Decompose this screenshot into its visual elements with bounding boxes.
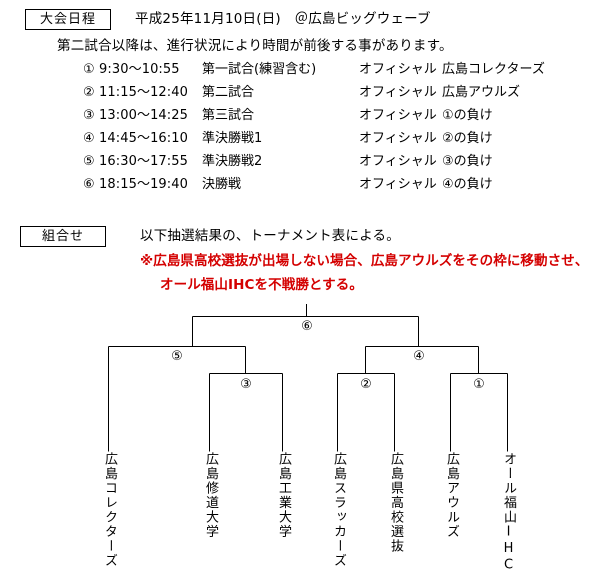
bracket-team-4: 広島スラッカーズ bbox=[331, 452, 346, 568]
row-time: 16:30〜17:55 bbox=[99, 154, 189, 169]
row-time: 13:00〜14:25 bbox=[99, 108, 189, 123]
bracket-node-semi-right: ④ bbox=[413, 349, 425, 364]
row-match: 第三試合 bbox=[202, 108, 255, 123]
warning-text-line-2: オール福山IHCを不戦勝とする。 bbox=[160, 277, 363, 293]
bracket-team-5: 広島県高校選抜 bbox=[388, 452, 403, 554]
bracket-lines bbox=[108, 304, 508, 452]
row-number: ⑤ bbox=[83, 154, 95, 169]
schedule-table: ① 9:30〜10:55 第一試合(練習含む) オフィシャル 広島コレクターズ … bbox=[83, 62, 545, 200]
bracket-node-final: ⑥ bbox=[301, 319, 313, 334]
table-row: ④ 14:45〜16:10 準決勝戦1 オフィシャル ②の負け bbox=[83, 131, 545, 154]
row-match: 準決勝戦2 bbox=[202, 154, 263, 169]
schedule-note: 第二試合以降は、進行状況により時間が前後する事があります。 bbox=[57, 38, 453, 54]
row-time: 9:30〜10:55 bbox=[99, 62, 180, 77]
bracket-node-first-round: ① bbox=[473, 377, 485, 392]
row-role: オフィシャル bbox=[359, 177, 437, 192]
row-team: ②の負け bbox=[442, 131, 493, 146]
row-role: オフィシャル bbox=[359, 131, 437, 146]
draw-note: 以下抽選結果の、トーナメント表による。 bbox=[140, 228, 400, 244]
bracket-team-7: オール福山IHC bbox=[501, 452, 516, 574]
row-role: オフィシャル bbox=[359, 62, 437, 77]
row-role: オフィシャル bbox=[359, 108, 437, 123]
row-match: 決勝戦 bbox=[202, 177, 242, 192]
row-time: 18:15〜19:40 bbox=[99, 177, 189, 192]
row-number: ④ bbox=[83, 131, 95, 146]
bracket-team-6: 広島アウルズ bbox=[444, 452, 459, 539]
warning-text-line-1: ※広島県高校選抜が出場しない場合、広島アウルズをその枠に移動させ、 bbox=[140, 253, 589, 269]
row-match: 第二試合 bbox=[202, 85, 255, 100]
bracket-team-2: 広島修道大学 bbox=[203, 452, 218, 539]
event-datetime: 平成25年11月10日(日) ＠広島ビッグウェーブ bbox=[135, 11, 431, 27]
bracket-section-label: 組合せ bbox=[20, 226, 106, 247]
bracket-team-3: 広島工業大学 bbox=[276, 452, 291, 539]
row-team: ③の負け bbox=[442, 154, 493, 169]
bracket-node-quarter-left: ③ bbox=[240, 377, 252, 392]
row-time: 14:45〜16:10 bbox=[99, 131, 189, 146]
row-match: 準決勝戦1 bbox=[202, 131, 263, 146]
row-team: 広島コレクターズ bbox=[442, 62, 545, 77]
row-time: 11:15〜12:40 bbox=[99, 85, 189, 100]
row-team: ④の負け bbox=[442, 177, 493, 192]
row-role: オフィシャル bbox=[359, 85, 437, 100]
row-number: ⑥ bbox=[83, 177, 95, 192]
row-match: 第一試合(練習含む) bbox=[202, 62, 317, 77]
table-row: ① 9:30〜10:55 第一試合(練習含む) オフィシャル 広島コレクターズ bbox=[83, 62, 545, 85]
table-row: ② 11:15〜12:40 第二試合 オフィシャル 広島アウルズ bbox=[83, 85, 545, 108]
table-row: ⑤ 16:30〜17:55 準決勝戦2 オフィシャル ③の負け bbox=[83, 154, 545, 177]
schedule-section-label: 大会日程 bbox=[25, 9, 111, 30]
row-team: ①の負け bbox=[442, 108, 493, 123]
tournament-bracket: ⑥ ⑤ ④ ③ ② ① 広島コレクターズ 広島修道大学 広島工業大学 広島スラッ… bbox=[0, 300, 614, 585]
row-team: 広島アウルズ bbox=[442, 85, 521, 100]
bracket-team-1: 広島コレクターズ bbox=[102, 452, 117, 568]
table-row: ③ 13:00〜14:25 第三試合 オフィシャル ①の負け bbox=[83, 108, 545, 131]
row-role: オフィシャル bbox=[359, 154, 437, 169]
bracket-node-quarter-right: ② bbox=[360, 377, 372, 392]
row-number: ③ bbox=[83, 108, 95, 123]
row-number: ② bbox=[83, 85, 95, 100]
row-number: ① bbox=[83, 62, 95, 77]
bracket-node-semi-left: ⑤ bbox=[171, 349, 183, 364]
table-row: ⑥ 18:15〜19:40 決勝戦 オフィシャル ④の負け bbox=[83, 177, 545, 200]
